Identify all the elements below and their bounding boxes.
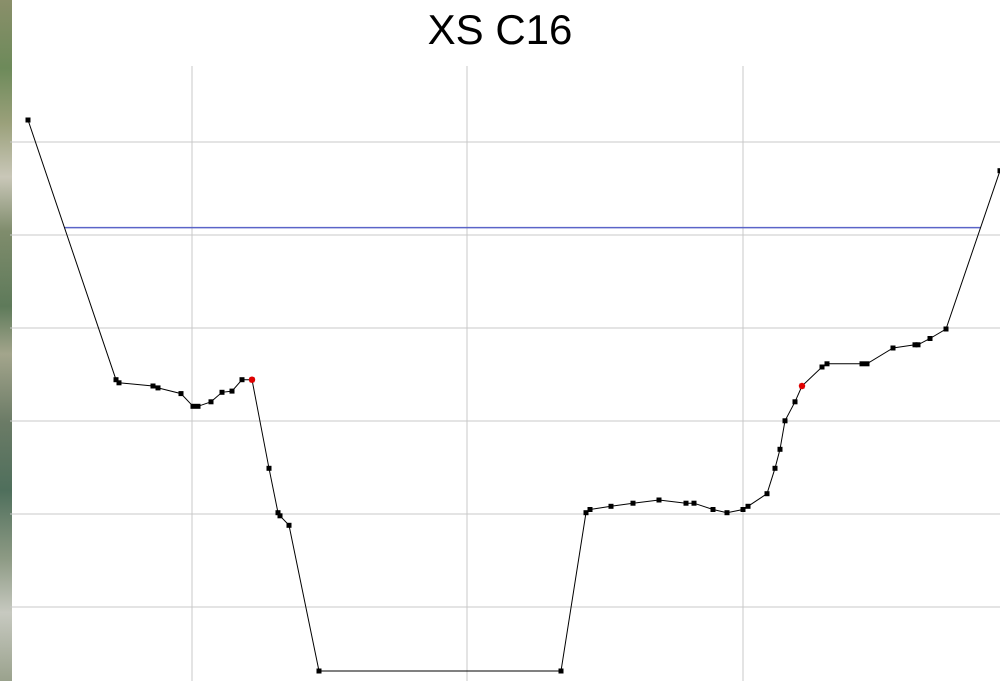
survey-point [927, 336, 933, 341]
survey-point [208, 399, 214, 405]
survey-point [178, 391, 184, 397]
survey-point [890, 345, 896, 351]
survey-point [316, 668, 322, 674]
survey-point [583, 510, 589, 516]
survey-point [190, 403, 196, 409]
chart-title: XS C16 [427, 6, 573, 53]
survey-point [219, 389, 225, 395]
survey-points-layer [25, 117, 1000, 674]
survey-point [630, 500, 636, 506]
survey-point [239, 377, 245, 383]
survey-point [266, 465, 272, 471]
survey-point [745, 503, 751, 509]
survey-point [277, 513, 283, 519]
survey-point [116, 380, 122, 386]
ground-profile-line [27, 119, 1000, 672]
survey-point [772, 465, 778, 471]
survey-point [724, 510, 730, 516]
survey-point [155, 385, 161, 391]
survey-point [25, 117, 31, 123]
survey-point [864, 361, 870, 367]
survey-point [558, 668, 564, 674]
survey-point [943, 326, 949, 332]
survey-point [710, 507, 716, 512]
survey-point [113, 377, 119, 383]
survey-point [286, 522, 292, 528]
survey-point [764, 491, 770, 497]
survey-point [915, 342, 921, 348]
survey-point [229, 388, 235, 394]
survey-point [912, 342, 918, 348]
survey-point [997, 168, 1000, 174]
survey-point [782, 418, 788, 424]
survey-point [819, 364, 825, 370]
background-image-strip [0, 0, 12, 681]
bank-station-point [798, 382, 806, 390]
bank-station-point [248, 376, 256, 383]
survey-point [691, 500, 697, 506]
survey-point [275, 510, 281, 516]
ground-profile-layer [27, 119, 1000, 672]
survey-point [777, 446, 783, 452]
survey-point [683, 500, 689, 506]
survey-point [608, 503, 614, 509]
survey-point [587, 507, 593, 512]
survey-point [195, 403, 201, 409]
survey-point [824, 361, 830, 367]
survey-point [740, 507, 746, 512]
survey-point [150, 383, 156, 389]
survey-point [859, 361, 865, 367]
survey-point [792, 399, 798, 405]
survey-point [656, 497, 662, 503]
gridlines [10, 66, 1000, 681]
